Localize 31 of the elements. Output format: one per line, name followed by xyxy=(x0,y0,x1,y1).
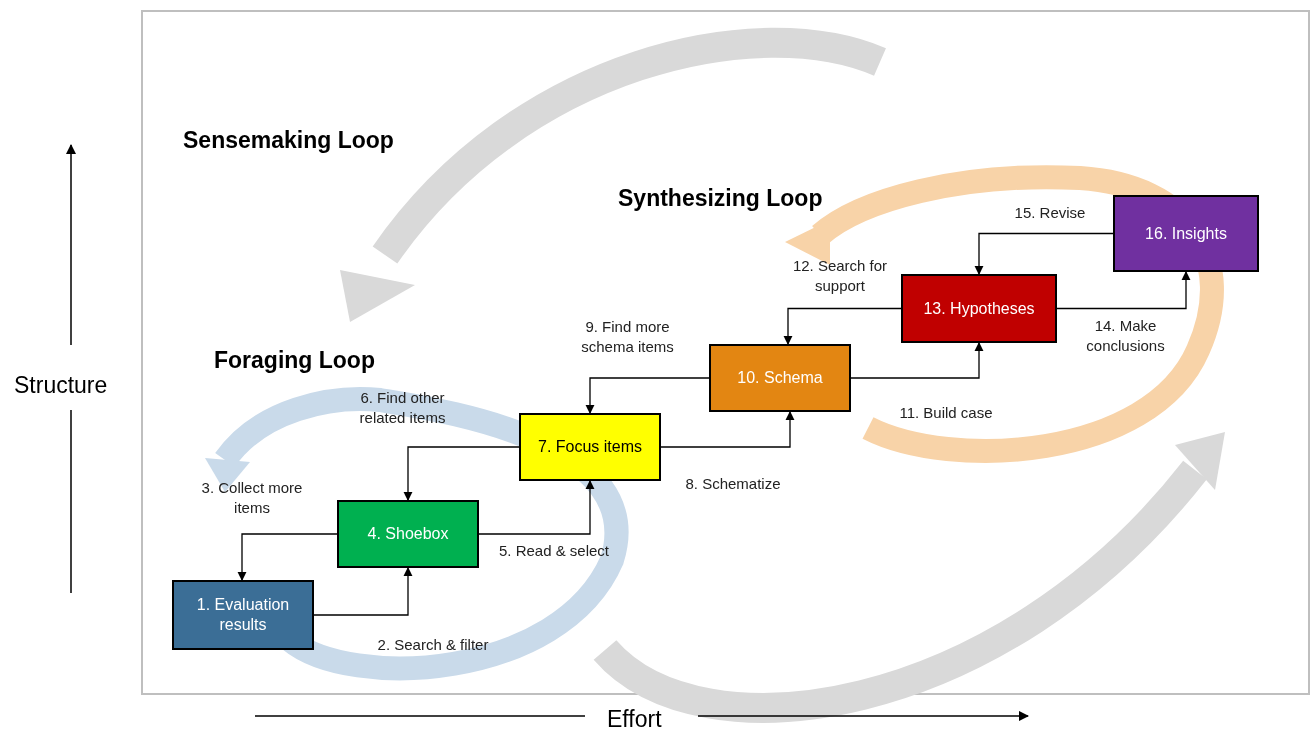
connector-arrow xyxy=(783,307,902,345)
process-box: 13. Hypotheses xyxy=(901,274,1057,343)
edge-label: 5. Read & select xyxy=(497,541,611,561)
edge-label: 9. Find more schema items xyxy=(580,317,675,358)
process-box: 4. Shoebox xyxy=(337,500,479,568)
connector-arrow xyxy=(478,480,595,535)
process-box: 16. Insights xyxy=(1113,195,1259,272)
connector-arrow xyxy=(660,411,795,448)
connector-arrow xyxy=(237,533,338,581)
process-box: 7. Focus items xyxy=(519,413,661,481)
connector-arrow xyxy=(1056,271,1191,310)
edge-label: 12. Search for support xyxy=(791,256,889,297)
edge-label: 6. Find other related items xyxy=(358,388,447,429)
connector-arrow xyxy=(850,342,984,379)
connector-arrow xyxy=(585,377,710,414)
connector-arrow xyxy=(403,446,520,501)
axis-label: Effort xyxy=(607,705,662,730)
connector-arrow xyxy=(974,232,1114,275)
edge-label: 15. Revise xyxy=(1013,203,1087,223)
edge-label: 3. Collect more items xyxy=(200,478,304,519)
edge-label: 11. Build case xyxy=(898,403,994,423)
process-box: 10. Schema xyxy=(709,344,851,412)
edge-label: 8. Schematize xyxy=(684,474,782,494)
edge-label: 2. Search & filter xyxy=(376,635,490,655)
process-box: 1. Evaluation results xyxy=(172,580,314,650)
loop-title: Foraging Loop xyxy=(214,346,375,375)
loop-title: Sensemaking Loop xyxy=(183,126,394,155)
loop-title: Synthesizing Loop xyxy=(618,184,823,213)
axis-label: Structure xyxy=(14,371,108,400)
edge-label: 14. Make conclusions xyxy=(1085,316,1166,357)
connector-arrow xyxy=(313,567,413,616)
